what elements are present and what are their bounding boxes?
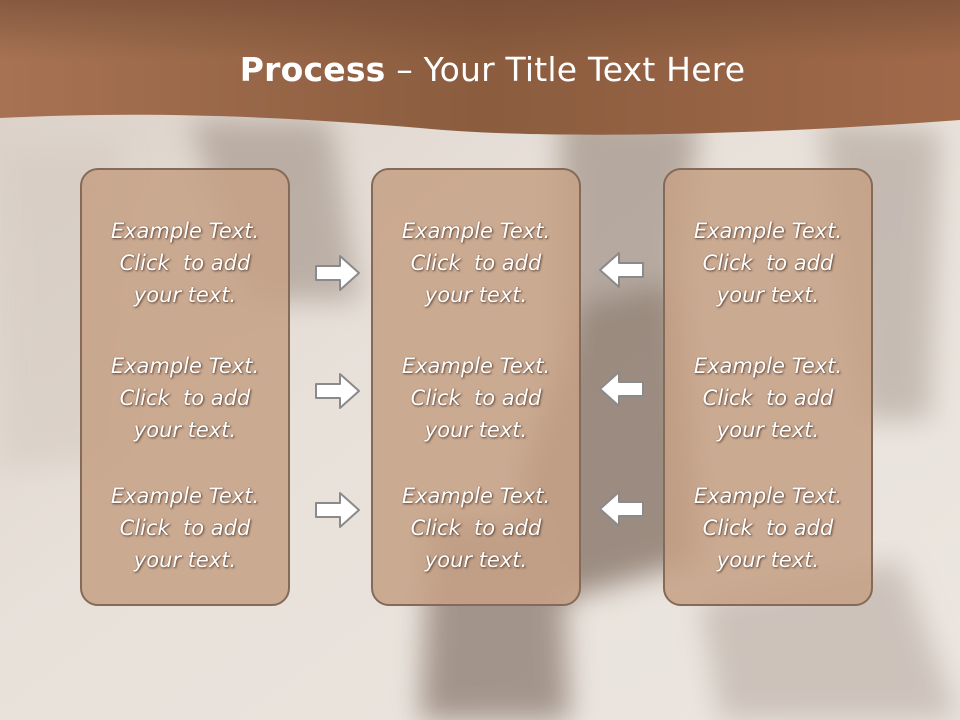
panel-text-block[interactable]: Example Text. Click to add your text.: [373, 215, 579, 311]
panel-text-block[interactable]: Example Text. Click to add your text.: [665, 350, 871, 446]
text-line: Example Text.: [110, 484, 260, 508]
arrow-left-icon: [599, 491, 644, 527]
title-bold: Process: [239, 50, 386, 89]
text-line: your text.: [424, 548, 528, 572]
text-line: Click to add: [119, 516, 251, 540]
text-line: your text.: [133, 283, 237, 307]
text-line: your text.: [716, 418, 820, 442]
process-panel-left[interactable]: Example Text. Click to add your text. Ex…: [80, 168, 290, 606]
text-line: your text.: [424, 418, 528, 442]
title-rest: – Your Title Text Here: [385, 50, 746, 89]
arrow-right-icon: [315, 255, 360, 291]
text-line: your text.: [424, 283, 528, 307]
text-line: your text.: [716, 548, 820, 572]
text-line: Example Text.: [110, 219, 260, 243]
text-line: Example Text.: [693, 219, 843, 243]
panel-text-block[interactable]: Example Text. Click to add your text.: [665, 215, 871, 311]
text-line: Example Text.: [401, 219, 551, 243]
text-line: Example Text.: [693, 354, 843, 378]
panel-text-block[interactable]: Example Text. Click to add your text.: [82, 480, 288, 576]
panel-text-block[interactable]: Example Text. Click to add your text.: [82, 215, 288, 311]
panel-text-block[interactable]: Example Text. Click to add your text.: [665, 480, 871, 576]
text-line: your text.: [133, 548, 237, 572]
process-panel-center[interactable]: Example Text. Click to add your text. Ex…: [371, 168, 581, 606]
text-line: Click to add: [119, 386, 251, 410]
text-line: Click to add: [410, 516, 542, 540]
text-line: Click to add: [410, 386, 542, 410]
text-line: your text.: [716, 283, 820, 307]
process-panel-right[interactable]: Example Text. Click to add your text. Ex…: [663, 168, 873, 606]
slide-title[interactable]: Process – Your Title Text Here: [0, 50, 960, 89]
panel-text-block[interactable]: Example Text. Click to add your text.: [373, 480, 579, 576]
text-line: Click to add: [702, 251, 834, 275]
text-line: Example Text.: [401, 484, 551, 508]
text-line: Click to add: [410, 251, 542, 275]
arrow-left-icon: [599, 252, 644, 288]
text-line: Example Text.: [110, 354, 260, 378]
panel-text-block[interactable]: Example Text. Click to add your text.: [82, 350, 288, 446]
text-line: your text.: [133, 418, 237, 442]
panel-text-block[interactable]: Example Text. Click to add your text.: [373, 350, 579, 446]
arrow-left-icon: [599, 371, 644, 407]
text-line: Click to add: [119, 251, 251, 275]
text-line: Click to add: [702, 386, 834, 410]
text-line: Click to add: [702, 516, 834, 540]
text-line: Example Text.: [693, 484, 843, 508]
arrow-right-icon: [315, 492, 360, 528]
text-line: Example Text.: [401, 354, 551, 378]
arrow-right-icon: [315, 373, 360, 409]
